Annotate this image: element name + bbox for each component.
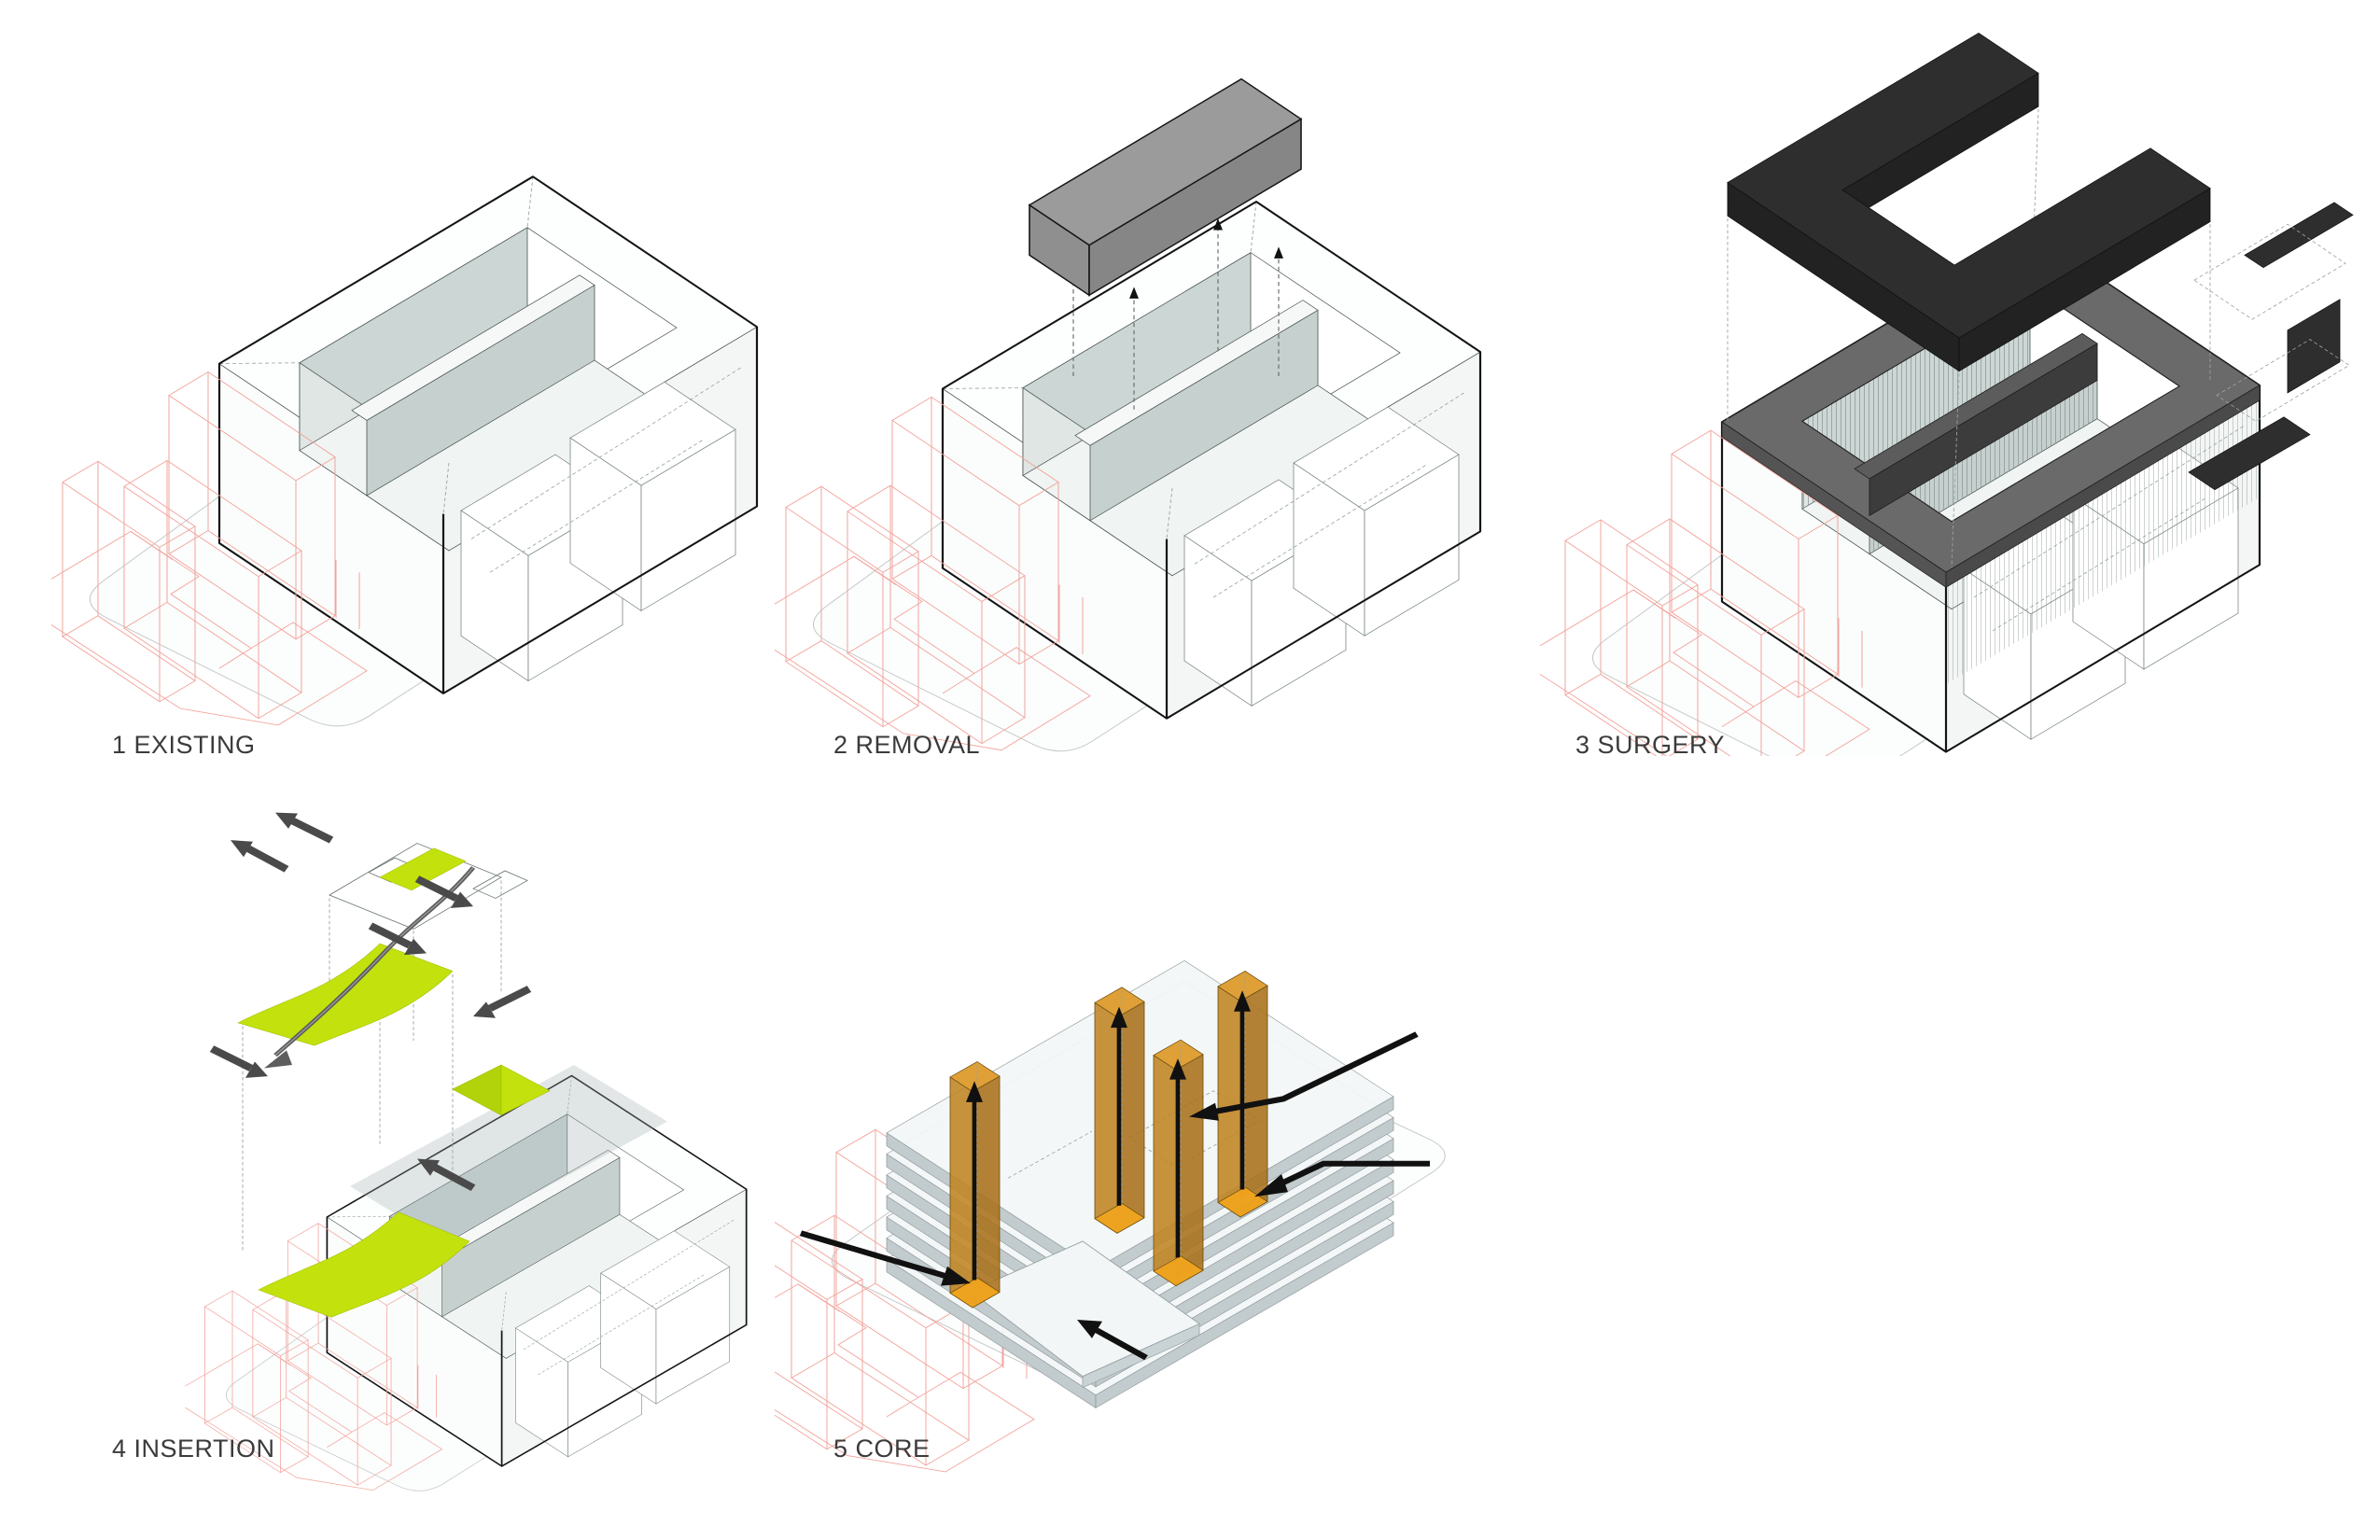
surgery-diagram [1539,32,2354,756]
panel-label-surgery: 3 SURGERY [1575,731,1726,759]
panel-removal [775,5,1521,756]
core-up-arrows [972,1008,1245,1281]
panel-existing [51,5,789,756]
panel-surgery [1535,5,2366,756]
surgery-ground-pieces [2188,202,2354,491]
surgery-roof-slab [1720,234,2261,589]
panel-label-existing: 1 EXISTING [112,731,256,759]
removal-diagram [775,77,1482,752]
panel-label-core: 5 CORE [833,1435,931,1463]
panel-label-removal: 2 REMOVAL [833,731,981,759]
insertion-arrows [209,812,532,1192]
removed-volume [1028,77,1303,297]
existing-diagram [51,175,759,727]
core-up-arrowheads [966,990,1251,1102]
roof-fragment-floating [242,843,528,1252]
interior-plane [350,1065,667,1243]
panel-insertion [51,798,798,1526]
insertion-diagram [184,812,748,1491]
circulation-arrows [799,1031,1430,1361]
core-diagram [775,959,1446,1473]
panel-core [775,798,1549,1526]
panel-label-insertion: 4 INSERTION [112,1435,275,1463]
projection-leaders [1727,108,2211,567]
core-shafts [949,971,1268,1309]
new-roof-piece-floating [1727,32,2211,372]
